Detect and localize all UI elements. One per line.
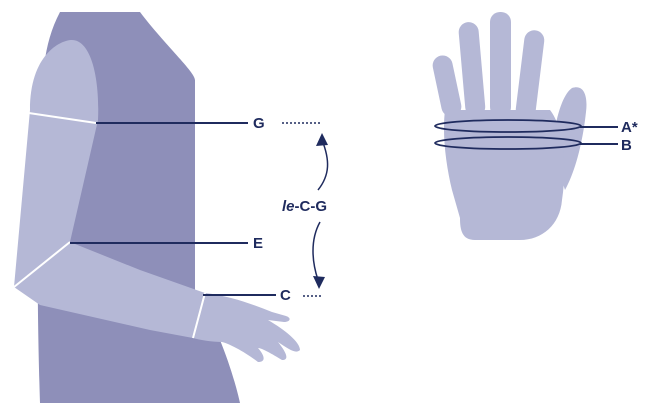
open-hand-silhouette xyxy=(431,12,587,240)
label-length: le-C-G xyxy=(282,198,327,215)
middle-finger xyxy=(490,12,511,117)
length-arrow-up xyxy=(318,140,328,190)
label-length-prefix: le xyxy=(282,198,295,215)
ring-finger xyxy=(458,21,486,117)
label-g: G xyxy=(253,115,265,132)
index-finger xyxy=(515,29,546,121)
length-arrow-up-head xyxy=(316,133,328,146)
length-arrow-down xyxy=(313,222,320,280)
label-e: E xyxy=(253,235,263,252)
label-length-suffix: -C-G xyxy=(295,198,328,215)
label-c: C xyxy=(280,287,291,304)
palm xyxy=(444,110,564,240)
label-b: B xyxy=(621,137,632,154)
pinky-finger xyxy=(431,54,463,119)
length-arrow-down-head xyxy=(313,276,325,289)
label-a: A* xyxy=(621,119,638,136)
